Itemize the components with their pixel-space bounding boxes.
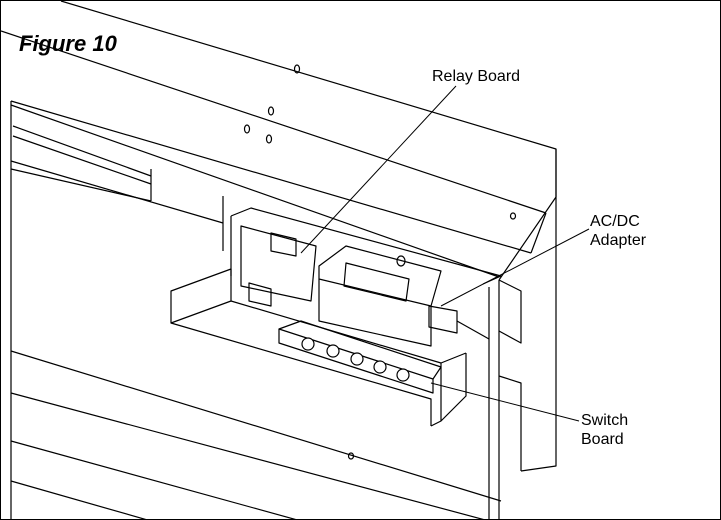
adapter-box (318, 245, 442, 307)
switch-panel-face (278, 329, 434, 394)
relay-board-plate (240, 225, 317, 302)
frame-left-lower-2 (10, 392, 484, 519)
screw-hole (265, 134, 273, 144)
acdc-label-line1: AC/DC (590, 213, 640, 230)
frame-left-lower-3 (10, 440, 297, 519)
acdc-label-line2: Adapter (590, 232, 647, 249)
cabinet-right-lower (498, 375, 522, 471)
cabinet-top-back (1, 30, 547, 214)
tray-right (430, 353, 467, 427)
screw-hole (293, 64, 301, 74)
relay-component-2 (248, 282, 272, 307)
relay-component (270, 232, 297, 257)
power-button-icon (301, 337, 315, 351)
cabinet-right-side (520, 149, 557, 472)
frame-left-lower-4 (10, 480, 147, 519)
frame-left-shelf (10, 160, 224, 224)
flame-strip (12, 125, 152, 185)
figure-title: Figure 10 (19, 31, 117, 56)
timer-button-icon (396, 368, 410, 382)
heat-level-button-icon (373, 360, 387, 374)
adapter-cable (456, 320, 490, 340)
tray-front-long (170, 322, 432, 426)
cabinet-top-inner (10, 100, 532, 254)
acdc-leader (440, 228, 590, 307)
flame-button-icon (326, 344, 340, 358)
screw-hole (509, 212, 517, 220)
frame-left-shelf-2 (10, 168, 152, 202)
screw-hole (243, 124, 251, 134)
switch-board-label-line1: Switch (581, 412, 629, 429)
cabinet-right-corner (530, 212, 547, 254)
cabinet-right-bracket (498, 279, 522, 344)
frame-left-lower (10, 350, 502, 502)
heat-button-icon (350, 352, 364, 366)
switch-leader (430, 382, 580, 422)
tray-front (170, 268, 232, 324)
screw-hole (347, 452, 355, 460)
relay-board-label: Relay Board (432, 68, 521, 85)
adapter-box-front (318, 279, 432, 347)
adapter-plug (428, 305, 458, 334)
screw-hole (396, 255, 406, 267)
relay-leader (300, 85, 457, 254)
switch-board-label-line2: Board (581, 431, 624, 448)
adapter-label-area (343, 262, 410, 302)
cabinet-top-inner-2 (10, 104, 500, 278)
screw-hole (267, 106, 275, 116)
